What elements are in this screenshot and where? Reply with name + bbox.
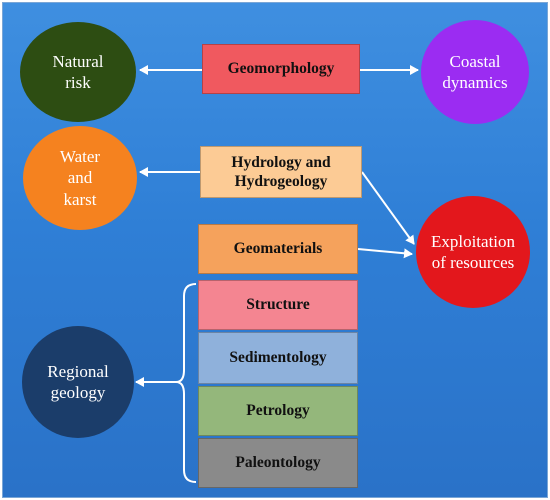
geomaterials-box: Geomaterials: [198, 224, 358, 274]
exploitation-label: Exploitation of resources: [430, 231, 516, 272]
water-karst-label: Water and karst: [59, 147, 101, 209]
hydrology-box: Hydrology and Hydrogeology: [200, 146, 362, 198]
exploitation-circle: Exploitation of resources: [416, 196, 530, 308]
structure-label: Structure: [246, 296, 310, 314]
coastal-dynamics-circle: Coastal dynamics: [421, 20, 529, 124]
structure-box: Structure: [198, 280, 358, 330]
sedimentology-label: Sedimentology: [229, 349, 327, 367]
paleontology-box: Paleontology: [198, 438, 358, 488]
natural-risk-circle: Natural risk: [20, 22, 136, 122]
regional-geology-circle: Regional geology: [22, 326, 134, 438]
petrology-box: Petrology: [198, 386, 358, 436]
hydrology-label: Hydrology and Hydrogeology: [231, 153, 331, 190]
regional-geology-label: Regional geology: [47, 361, 109, 402]
paleontology-label: Paleontology: [235, 454, 321, 472]
natural-risk-label: Natural risk: [52, 51, 104, 92]
geomorphology-label: Geomorphology: [227, 60, 335, 78]
sedimentology-box: Sedimentology: [198, 332, 358, 384]
coastal-dynamics-label: Coastal dynamics: [442, 51, 508, 92]
petrology-label: Petrology: [246, 402, 310, 420]
geomaterials-label: Geomaterials: [233, 240, 323, 258]
water-karst-circle: Water and karst: [23, 126, 137, 230]
geomorphology-box: Geomorphology: [202, 44, 360, 94]
